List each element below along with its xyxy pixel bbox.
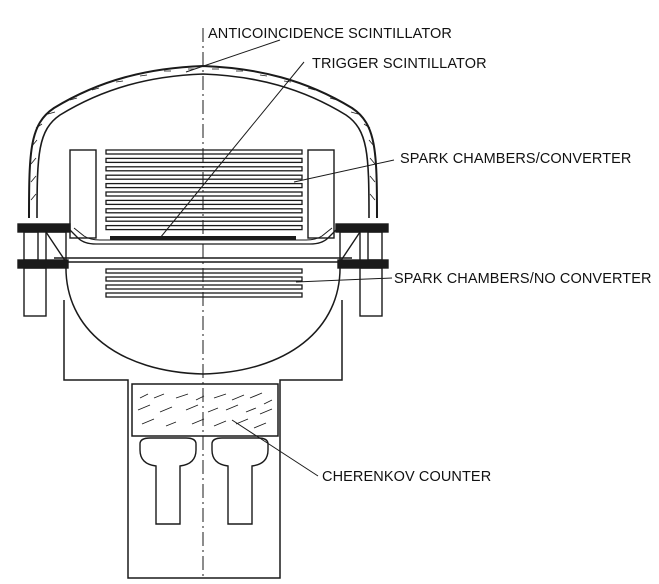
right-upper-pillar xyxy=(307,149,335,239)
label-cherenkov-counter: CHERENKOV COUNTER xyxy=(322,469,491,485)
photomultiplier-right xyxy=(211,437,269,525)
spark-chambers-no-converter xyxy=(105,268,303,298)
spark-chamber-plate xyxy=(105,284,303,290)
label-spark-chambers-converter: SPARK CHAMBERS/CONVERTER xyxy=(400,151,632,167)
leader-cherenkov xyxy=(231,419,319,477)
spark-chamber-plate xyxy=(105,191,303,197)
cherenkov-glass-hatching xyxy=(137,392,273,429)
lower-vessel xyxy=(65,263,341,375)
spark-chamber-plate xyxy=(105,157,303,164)
lower-housing xyxy=(63,300,343,579)
spark-chamber-plate xyxy=(105,174,303,180)
label-anticoincidence-scintillator: ANTICOINCIDENCE SCINTILLATOR xyxy=(208,26,452,42)
leader-anticoincidence xyxy=(185,39,281,73)
trigger-scintillator-tray xyxy=(65,225,341,245)
spark-chamber-plate xyxy=(105,224,303,231)
spark-chamber-plate xyxy=(105,292,303,298)
spark-chamber-plate xyxy=(105,199,303,206)
dome-hatching xyxy=(30,68,376,201)
leader-trigger xyxy=(159,61,305,239)
spark-chamber-plate xyxy=(105,149,303,155)
photomultiplier-left xyxy=(139,437,197,525)
left-upper-pillar xyxy=(69,149,97,239)
spark-chamber-plate xyxy=(105,276,303,282)
spark-chambers-converter xyxy=(105,149,303,231)
spark-chamber-plate xyxy=(105,166,303,172)
label-spark-chambers-no-converter: SPARK CHAMBERS/NO CONVERTER xyxy=(394,271,652,287)
right-lower-pillar xyxy=(359,267,383,317)
anticoincidence-dome-inner xyxy=(36,73,370,219)
leader-spark-converter xyxy=(293,159,395,183)
leader-spark-no-converter xyxy=(295,277,393,283)
cherenkov-counter xyxy=(131,383,279,437)
leader-lines xyxy=(159,39,395,477)
trigger-scintillator xyxy=(110,236,296,240)
spark-chamber-plate xyxy=(105,208,303,214)
label-trigger-scintillator: TRIGGER SCINTILLATOR xyxy=(312,56,487,72)
spark-chamber-plate xyxy=(105,216,303,222)
spark-chamber-plate xyxy=(105,268,303,274)
left-lower-pillar xyxy=(23,267,47,317)
